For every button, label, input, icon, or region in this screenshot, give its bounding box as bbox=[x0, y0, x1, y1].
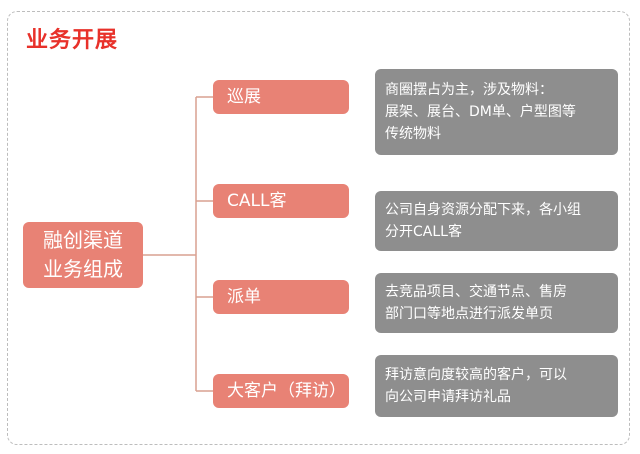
description-line: 拜访意向度较高的客户，可以 bbox=[385, 367, 567, 383]
description-line: 商圈摆占为主，涉及物料： bbox=[385, 82, 553, 98]
description-line: 去竞品项目、交通节点、售房 bbox=[385, 284, 567, 300]
description-box-tour: 商圈摆占为主，涉及物料： 展架、展台、DM单、户型图等 传统物料 bbox=[375, 69, 618, 155]
description-line: 展架、展台、DM单、户型图等 bbox=[385, 104, 576, 120]
root-node-line-2: 业务组成 bbox=[43, 257, 123, 281]
category-node-key-account: 大客户（拜访） bbox=[213, 374, 349, 408]
root-node: 融创渠道 业务组成 bbox=[23, 222, 143, 288]
description-box-flyer: 去竞品项目、交通节点、售房 部门口等地点进行派发单页 bbox=[375, 273, 618, 333]
description-line: 传统物料 bbox=[385, 126, 441, 142]
description-line: 分开CALL客 bbox=[385, 224, 462, 240]
description-box-call: 公司自身资源分配下来，各小组 分开CALL客 bbox=[375, 191, 618, 251]
category-node-tour: 巡展 bbox=[213, 80, 349, 114]
category-node-flyer: 派单 bbox=[213, 280, 349, 314]
description-line: 向公司申请拜访礼品 bbox=[385, 389, 511, 405]
description-box-key-account: 拜访意向度较高的客户，可以 向公司申请拜访礼品 bbox=[375, 355, 618, 417]
description-line: 公司自身资源分配下来，各小组 bbox=[385, 202, 581, 218]
category-node-call: CALL客 bbox=[213, 184, 349, 218]
diagram-frame bbox=[7, 11, 630, 445]
description-line: 部门口等地点进行派发单页 bbox=[385, 306, 553, 322]
diagram-title: 业务开展 bbox=[26, 28, 119, 53]
root-node-line-1: 融创渠道 bbox=[43, 228, 123, 252]
